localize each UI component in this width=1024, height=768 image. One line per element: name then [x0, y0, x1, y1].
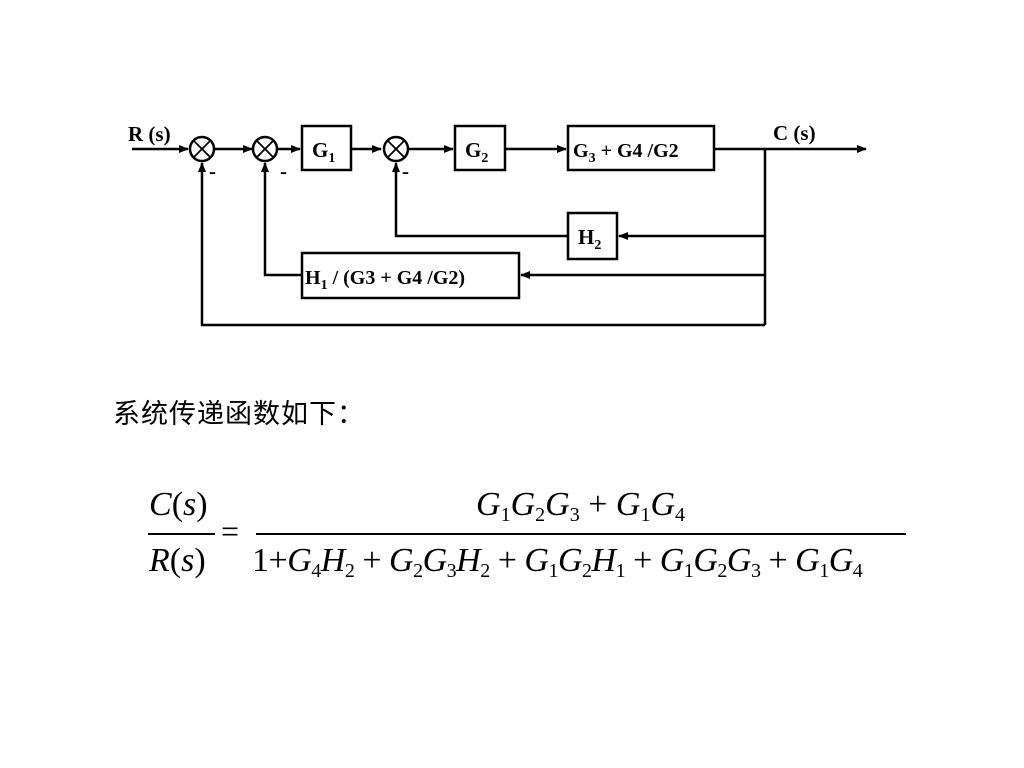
unity-feedback-line — [198, 162, 765, 327]
g3-block — [566, 124, 716, 172]
h2-output-line — [392, 162, 568, 238]
g2-block — [453, 124, 507, 172]
sum3-sign: - — [402, 159, 409, 183]
lhs-fraction-bar — [148, 533, 215, 535]
rhs-denominator: 1+G4H2 + G2G3H2 + G1G2H1 + G1G2G3 + G1G4 — [252, 542, 863, 582]
h1-label: H1 / (G3 + G4 /G2) — [305, 267, 465, 293]
g1-label: G1 — [312, 138, 335, 166]
caption-text: 系统传递函数如下： — [113, 399, 365, 430]
output-label: C (s) — [773, 121, 816, 145]
rhs-numerator: G1G2G3 + G1G4 — [476, 486, 685, 526]
input-label: R (s) — [128, 122, 171, 146]
equals-sign: = — [221, 513, 240, 549]
g2-label: G2 — [465, 138, 488, 166]
block-diagram: R (s) C (s) - - - G1 G2 G3 + G4 /G2 H2 H… — [128, 121, 867, 327]
g1-block — [300, 124, 353, 172]
summing-junction-1 — [188, 135, 216, 163]
sum2-sign: - — [280, 159, 287, 183]
h2-label: H2 — [578, 225, 601, 253]
lhs-denominator: R(s) — [149, 542, 206, 579]
rhs-fraction-bar — [256, 533, 906, 535]
summing-junction-3 — [382, 135, 410, 163]
h1-block — [300, 251, 521, 300]
h1-output-line — [261, 162, 302, 277]
lhs-numerator: C(s) — [149, 486, 208, 523]
h2-block — [566, 211, 619, 261]
sum1-sign: - — [209, 159, 216, 183]
g3-label: G3 + G4 /G2 — [573, 140, 679, 166]
summing-junction-2 — [251, 135, 279, 163]
